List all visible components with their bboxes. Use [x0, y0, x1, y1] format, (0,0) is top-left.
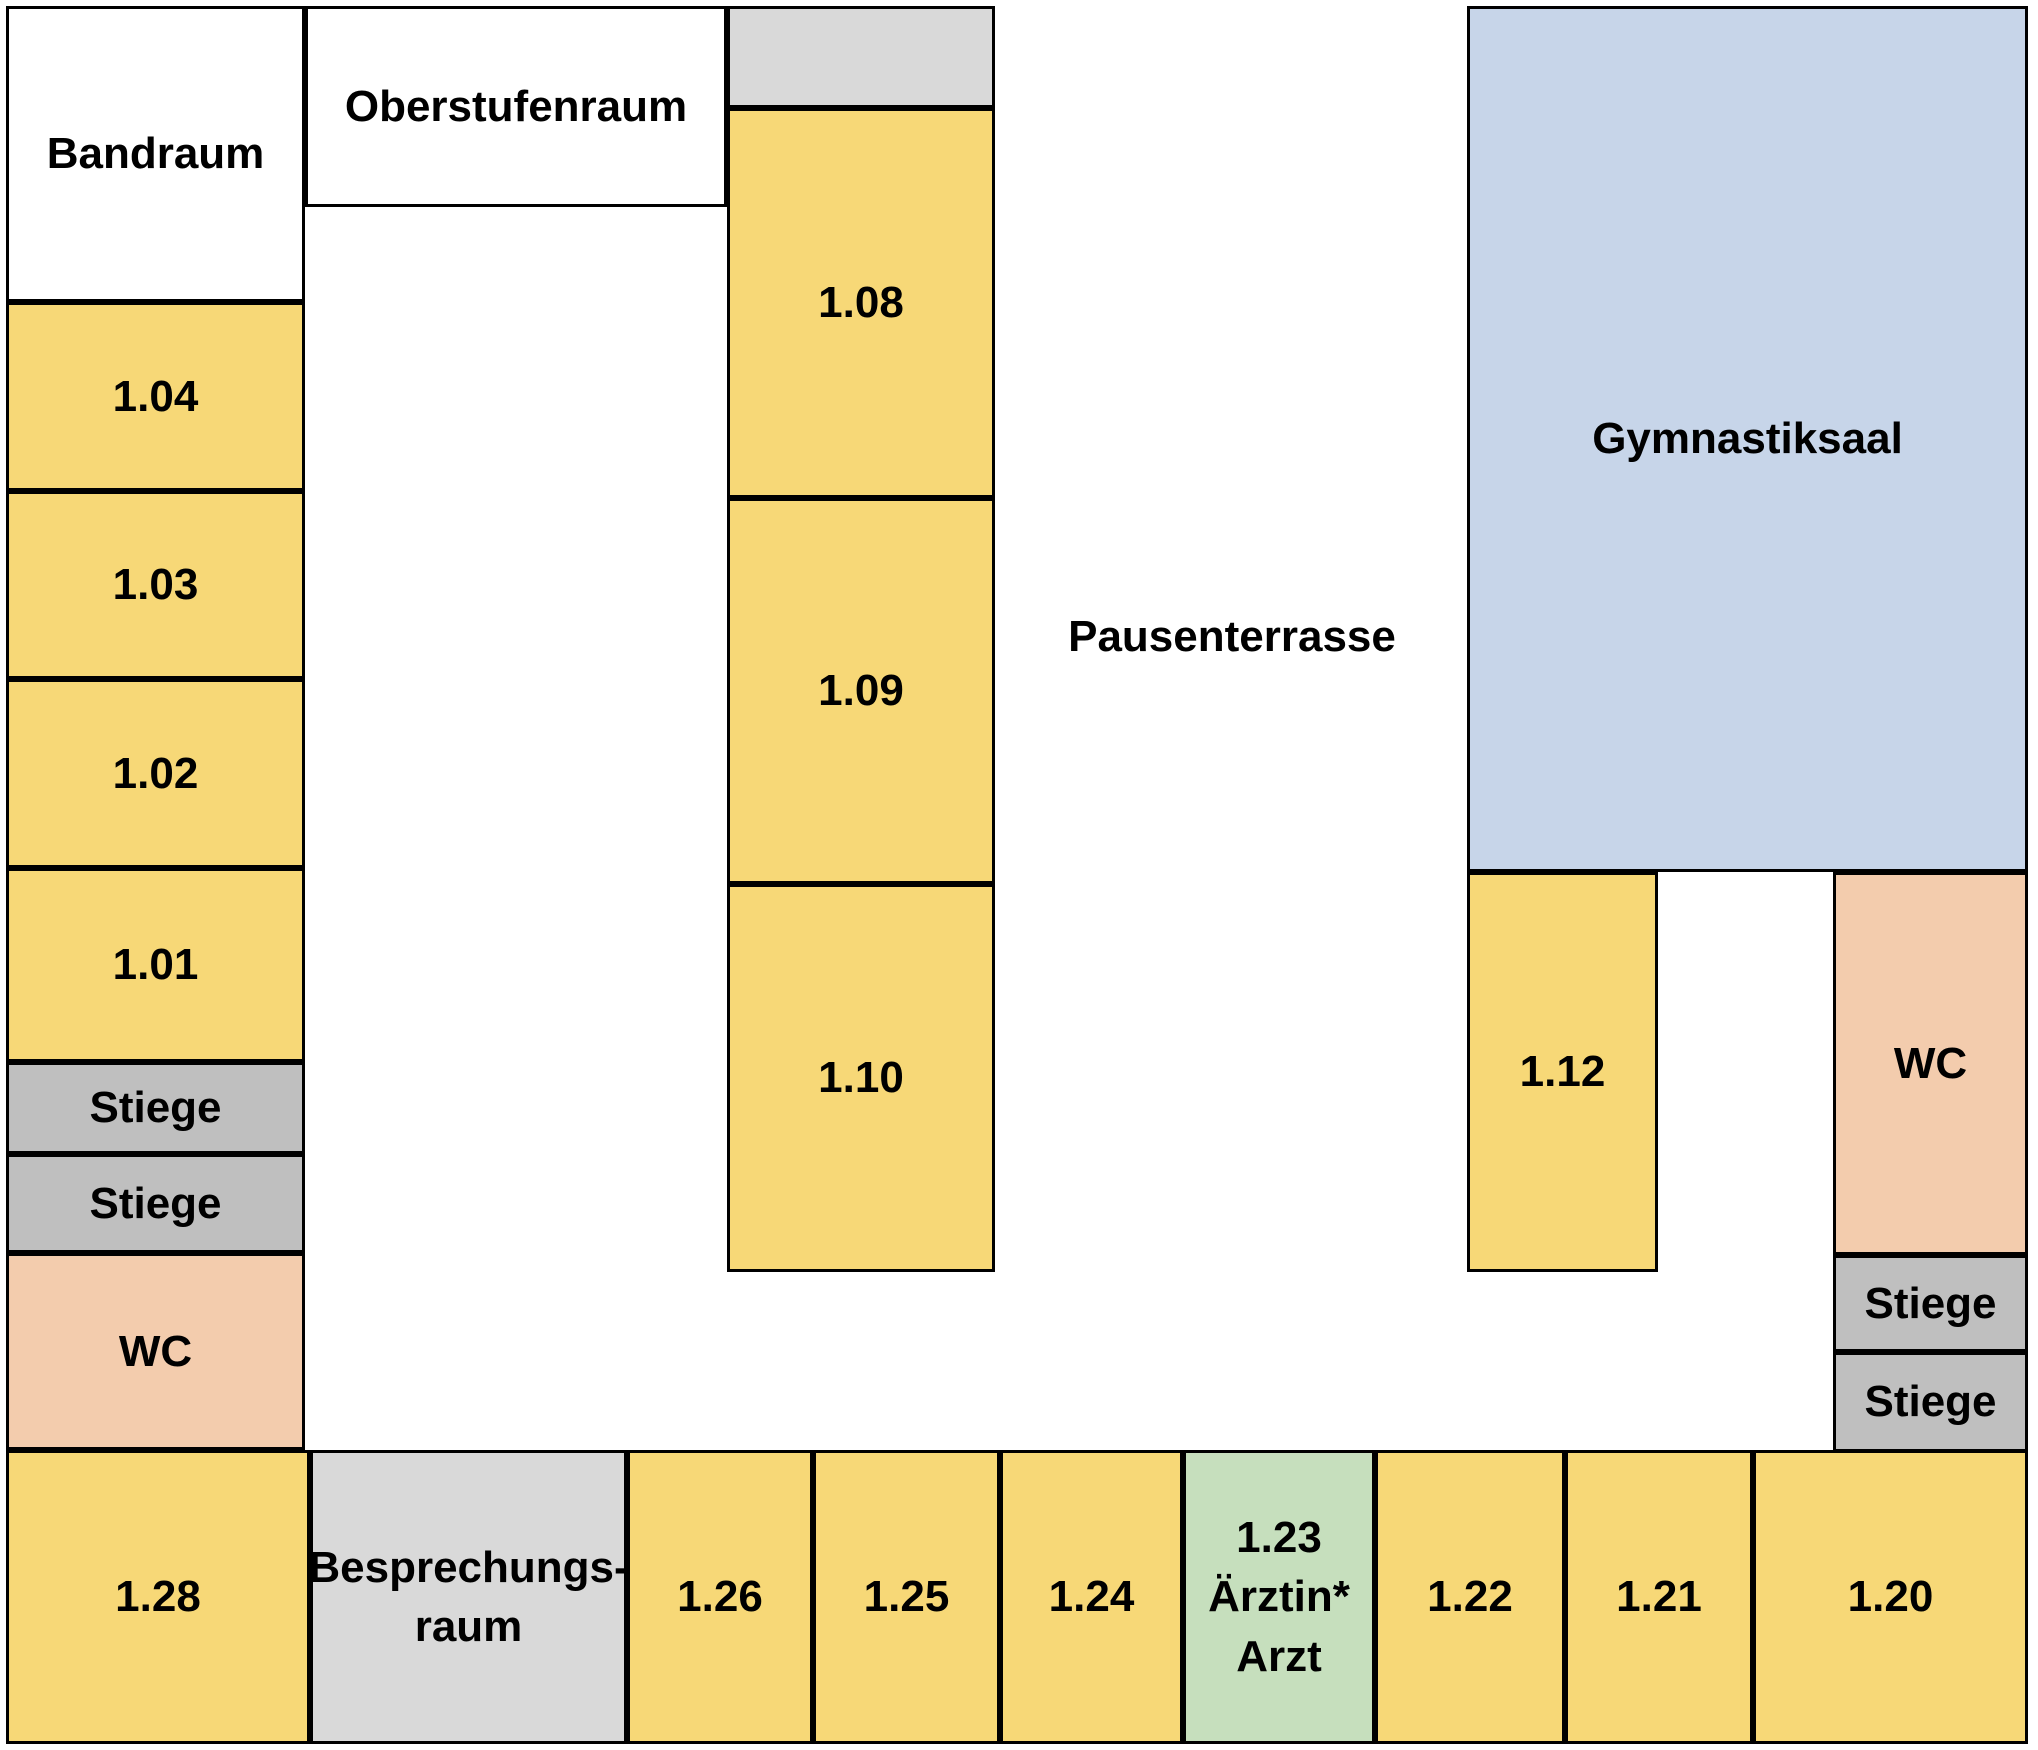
room-bandraum-label: Bandraum [46, 129, 265, 179]
room-bandraum: Bandraum [6, 6, 305, 302]
room-1-26: 1.26 [627, 1450, 813, 1744]
room-1-22: 1.22 [1375, 1450, 1565, 1744]
stiege-right-lower: Stiege [1833, 1352, 2028, 1452]
room-1-10-label: 1.10 [818, 1053, 904, 1103]
room-1-25-label: 1.25 [863, 1572, 950, 1622]
room-1-24-label: 1.24 [1048, 1572, 1135, 1622]
room-1-25: 1.25 [813, 1450, 1000, 1744]
wc-right: WC [1833, 872, 2028, 1255]
stiege-left-lower: Stiege [6, 1154, 305, 1253]
stiege-left-upper: Stiege [6, 1062, 305, 1154]
room-top-gray-block [727, 6, 995, 108]
room-1-21-label: 1.21 [1616, 1572, 1702, 1622]
room-1-28-label: 1.28 [115, 1572, 201, 1622]
room-1-23-aerztin-arzt-label: 1.23 Ärztin* Arzt [1208, 1512, 1350, 1681]
room-1-09: 1.09 [727, 498, 995, 884]
wc-right-label: WC [1893, 1038, 1968, 1088]
room-1-04-label: 1.04 [112, 371, 199, 421]
room-1-04: 1.04 [6, 302, 305, 491]
room-1-24: 1.24 [1000, 1450, 1183, 1744]
room-1-09-label: 1.09 [818, 666, 904, 716]
room-1-20-label: 1.20 [1847, 1572, 1934, 1622]
wc-left-label: WC [118, 1326, 193, 1376]
stiege-left-lower-label: Stiege [89, 1178, 222, 1228]
room-1-03: 1.03 [6, 491, 305, 679]
room-gymnastiksaal: Gymnastiksaal [1467, 6, 2028, 872]
room-1-22-label: 1.22 [1427, 1572, 1513, 1622]
room-1-02: 1.02 [6, 679, 305, 868]
stiege-right-upper-label: Stiege [1864, 1278, 1997, 1328]
room-besprechungsraum-label: Besprechungs- raum [308, 1542, 629, 1651]
open-area-pausenterrasse-label: Pausenterrasse [1068, 612, 1396, 662]
open-area-pausenterrasse: Pausenterrasse [1012, 547, 1452, 727]
stiege-right-upper: Stiege [1833, 1255, 2028, 1352]
room-1-21: 1.21 [1565, 1450, 1753, 1744]
stiege-right-lower-label: Stiege [1864, 1377, 1997, 1427]
room-1-10: 1.10 [727, 884, 995, 1272]
room-oberstufenraum: Oberstufenraum [305, 6, 727, 207]
room-oberstufenraum-label: Oberstufenraum [344, 81, 688, 131]
room-1-20: 1.20 [1753, 1450, 2028, 1744]
room-1-28: 1.28 [6, 1450, 310, 1744]
room-gymnastiksaal-label: Gymnastiksaal [1592, 414, 1903, 464]
room-1-12-label: 1.12 [1519, 1047, 1606, 1097]
room-besprechungsraum: Besprechungs- raum [308, 1450, 629, 1744]
room-1-01-label: 1.01 [112, 940, 199, 990]
room-1-08: 1.08 [727, 108, 995, 498]
wc-left: WC [6, 1253, 305, 1450]
room-1-23-aerztin-arzt: 1.23 Ärztin* Arzt [1183, 1450, 1375, 1744]
stiege-left-upper-label: Stiege [89, 1083, 222, 1133]
room-1-01: 1.01 [6, 868, 305, 1062]
room-1-12: 1.12 [1467, 872, 1658, 1272]
room-1-08-label: 1.08 [818, 278, 904, 328]
room-1-26-label: 1.26 [677, 1572, 763, 1622]
room-1-02-label: 1.02 [112, 748, 199, 798]
room-1-03-label: 1.03 [112, 560, 199, 610]
